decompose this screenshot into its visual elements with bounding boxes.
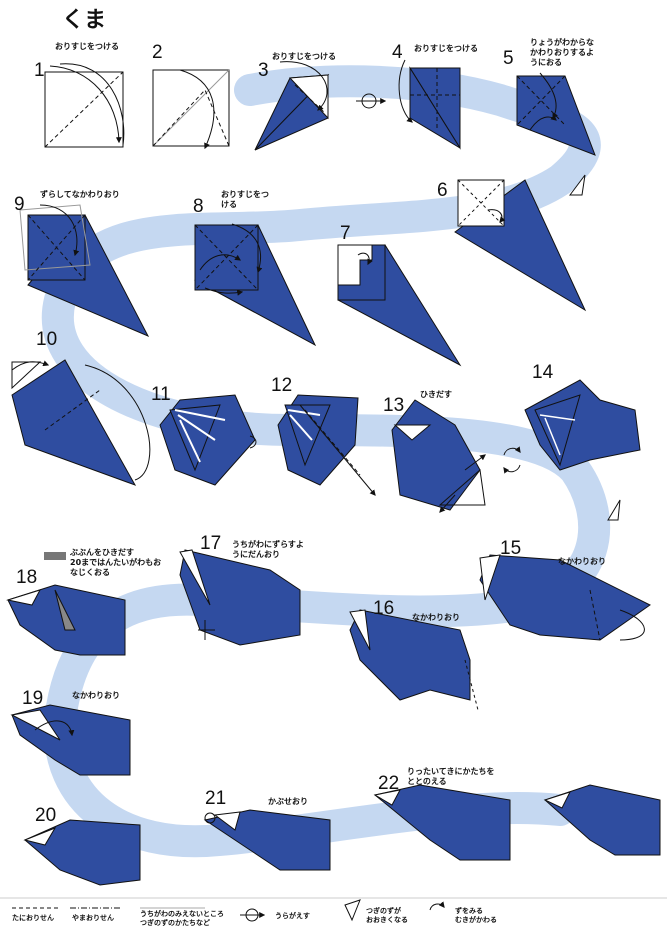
step-9-figure: [19, 204, 150, 338]
step-4-figure: [398, 59, 461, 150]
step-12-figure: [277, 394, 376, 496]
step-number-22: 22: [378, 773, 400, 794]
step-note-16: なかわりおり: [412, 613, 460, 622]
step-note-5: りょうがわからな かわりおりするよ うにおる: [530, 38, 594, 67]
step-number-9: 9: [14, 194, 25, 215]
page-title: くま: [62, 8, 107, 33]
step-number-11: 11: [151, 384, 171, 405]
step-number-1: 1: [34, 60, 45, 81]
step-number-2: 2: [152, 42, 163, 63]
step-number-7: 7: [340, 223, 351, 244]
legend-turn-over: うらがえす: [275, 912, 310, 920]
step-14-figure: [524, 379, 641, 471]
step-number-12: 12: [271, 375, 293, 396]
step-20-figure: [23, 819, 141, 886]
step-number-14: 14: [532, 362, 554, 383]
step-8-figure: [194, 223, 317, 347]
legend-valley-fold: たにおりせん: [12, 914, 54, 922]
step-16-figure: [349, 609, 479, 711]
step-number-15: 15: [500, 538, 522, 559]
step-15-figure: [479, 554, 651, 641]
step-note-9: ずらしてなかわりおり: [40, 190, 120, 199]
legend-enlarge: つぎのずが おおきくなる: [366, 907, 408, 924]
step-number-6: 6: [437, 180, 448, 201]
step-13-figure: [391, 399, 486, 513]
step-note-1: おりすじをつける: [55, 42, 119, 51]
step-22-figure: [373, 784, 511, 861]
step-note-4: おりすじをつける: [414, 44, 478, 53]
step-number-21: 21: [205, 788, 227, 809]
step-note-21: かぶせおり: [268, 797, 308, 806]
step-19-figure: [10, 704, 131, 776]
step-1-figure: [44, 63, 125, 148]
turn-over-icon-1: [356, 93, 387, 109]
step-11-figure: [159, 394, 257, 486]
step-note-22: りったいてきにかたちを ととのえる: [407, 767, 495, 786]
step-note-19: なかわりおり: [72, 691, 120, 700]
step-number-4: 4: [392, 42, 403, 63]
step-7-figure: [337, 244, 462, 367]
final-bear-figure: [543, 784, 661, 856]
enlarge-arrow-2: [607, 499, 621, 521]
step-6-figure: [454, 179, 587, 312]
step-number-16: 16: [373, 598, 395, 619]
flow-path: [41, 65, 611, 858]
step-note-15: なかわりおり: [558, 557, 606, 566]
enlarge-arrow-1: [569, 174, 586, 196]
step-10-figure: [11, 359, 151, 486]
step-note-17: うちがわにずらすよ うにだんおり: [232, 540, 304, 559]
step-number-19: 19: [22, 688, 44, 709]
step-number-10: 10: [36, 329, 58, 350]
step-number-13: 13: [383, 395, 405, 416]
step-note-18: ぶぶんをひきだす 20まではんたいがわもお なじくおる: [70, 548, 162, 577]
step-5-figure: [516, 72, 596, 156]
step-17-figure: [179, 549, 301, 646]
legend-hidden-line: うちがわのみえないところ つぎのずのかたちなど: [140, 910, 224, 927]
step-18-figure: [6, 552, 126, 656]
legend-icons: [12, 899, 445, 922]
step-number-18: 18: [16, 567, 38, 588]
step-number-17: 17: [200, 533, 222, 554]
legend-mountain-fold: やまおりせん: [72, 914, 114, 922]
step-number-8: 8: [193, 196, 204, 217]
step-number-5: 5: [503, 48, 514, 69]
step-number-20: 20: [35, 805, 57, 826]
step-2-figure: [152, 69, 230, 150]
step-number-3: 3: [258, 60, 269, 81]
step-21-figure: [203, 809, 331, 871]
rotate-icon-1: [503, 446, 521, 474]
step-3-figure: [254, 61, 330, 151]
step-note-3: おりすじをつける: [272, 52, 336, 61]
step-note-13: ひきだす: [420, 390, 452, 399]
legend-rotate: ずをみる むきがかわる: [455, 907, 497, 924]
step-note-8: おりすじをつ ける: [221, 190, 269, 209]
